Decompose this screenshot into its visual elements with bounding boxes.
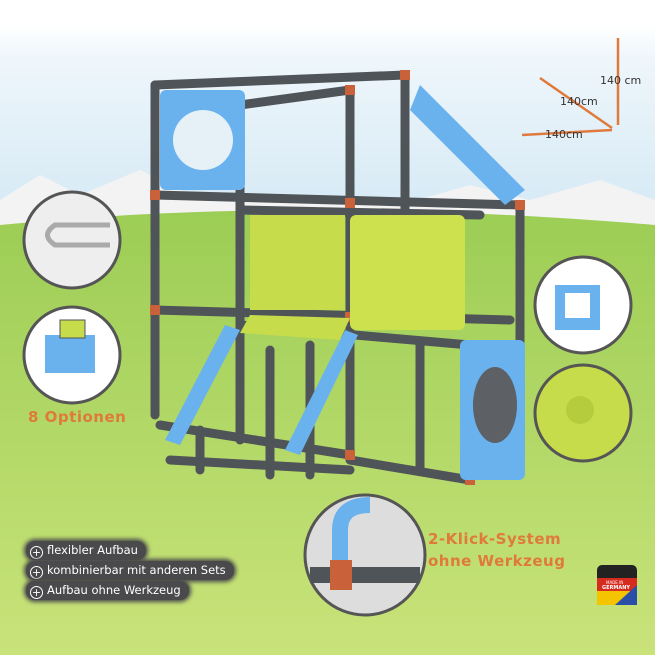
feature-item: +flexibler Aufbau: [26, 541, 146, 560]
plus-icon: +: [30, 566, 43, 579]
feature-item: +kombinierbar mit anderen Sets: [26, 561, 234, 580]
feature-item: +Aufbau ohne Werkzeug: [26, 581, 189, 600]
lime-panel-climb: [350, 215, 465, 330]
clip-detail-circle: [22, 190, 122, 290]
climbing-panel-detail-circle: [533, 363, 633, 463]
width-dimension: 140cm: [545, 128, 583, 141]
frame-detail-circle: [533, 255, 633, 355]
options-circle: [22, 305, 122, 405]
lime-panel-left: [250, 215, 345, 310]
plus-icon: +: [30, 586, 43, 599]
connector-detail-circle: [303, 493, 427, 617]
click-system-line1: 2-Klick-System: [428, 530, 562, 548]
slide: [410, 85, 525, 205]
options-label: 8 Optionen: [28, 408, 127, 426]
blue-panel-top: [160, 90, 245, 190]
dimension-arrows: [521, 38, 620, 137]
badge-line1: MADE IN: [606, 580, 624, 585]
badge-made-in-germany: [597, 565, 637, 605]
ladder-rail-right: [285, 330, 358, 455]
depth-dimension: 140cm: [560, 95, 598, 108]
lime-platform: [240, 315, 350, 340]
badge-line2: GERMANY: [602, 585, 631, 591]
ladder-rail-left: [165, 325, 240, 445]
click-system-line2: ohne Werkzeug: [428, 552, 566, 570]
plus-icon: +: [30, 546, 43, 559]
height-dimension: 140 cm: [600, 74, 642, 87]
blue-panel-side: [460, 340, 525, 480]
